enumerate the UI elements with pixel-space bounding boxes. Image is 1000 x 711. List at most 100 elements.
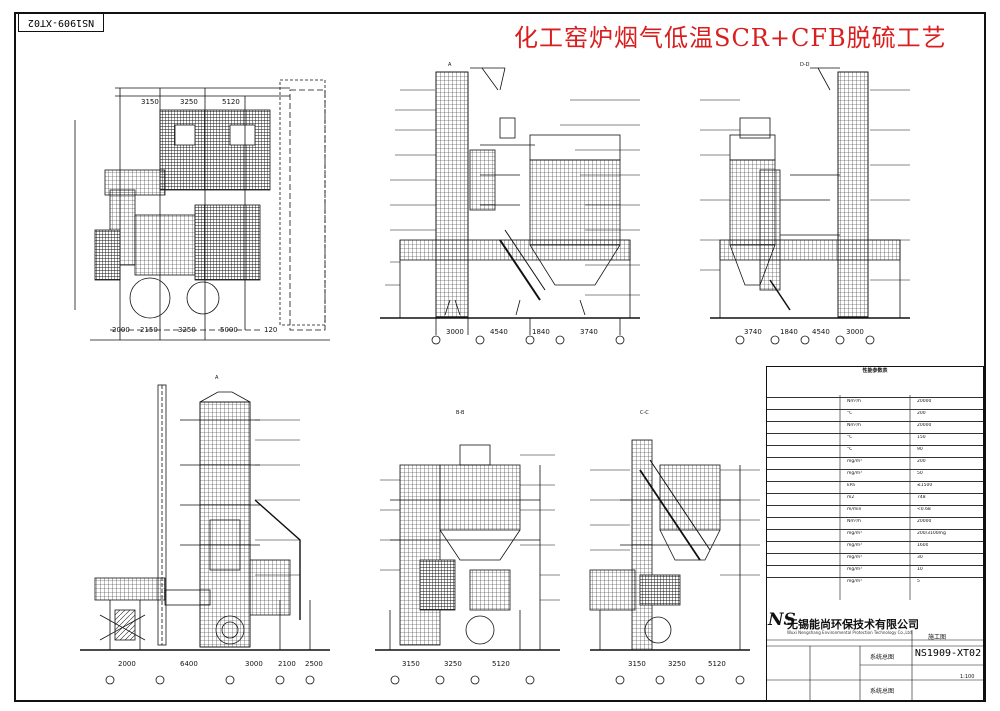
title-block-row: °C 90 (767, 445, 983, 456)
elev-d-dim-2: 1840 (780, 328, 798, 336)
title-block-value: 200 (917, 459, 926, 464)
title-block-row: mg/m³ 50 (767, 469, 983, 480)
elev-bb-dim-1: 3150 (402, 660, 420, 668)
elev-bb-dim-2: 3250 (444, 660, 462, 668)
elev-b-dim-5: 2500 (305, 660, 323, 668)
title-block-unit: Nm³/h (847, 519, 861, 524)
title-block-row: °C 150 (767, 433, 983, 444)
title-block-unit: °C (847, 435, 853, 440)
elevation-b (80, 384, 330, 685)
title-block-row: m2 748 (767, 493, 983, 504)
title-block-value: <0.68 (917, 507, 931, 512)
title-block-row: mg/m³ 200/3100mg (767, 529, 983, 540)
title-block-value: 30 (917, 555, 923, 560)
elev-b-label: A (215, 375, 219, 381)
company-logo: NS (768, 610, 796, 630)
title-block-unit: °C (847, 411, 853, 416)
title-block-value: 10 (917, 567, 923, 572)
plan-dim-top-1: 3150 (141, 98, 159, 106)
title-block-value: 748 (917, 495, 926, 500)
title-block-value: 90 (917, 447, 923, 452)
title-block-unit: mg/m³ (847, 555, 862, 560)
title-block-value: 20000 (917, 519, 932, 524)
title-block-unit: mg/m³ (847, 459, 862, 464)
title-block-unit: Nm³/h (847, 399, 861, 404)
stage-label: 施工图 (928, 634, 947, 641)
plan-view (74, 79, 330, 341)
title-block-unit: m/min (847, 507, 862, 512)
elev-cc-dim-3: 5120 (708, 660, 726, 668)
elev-bb-dim-3: 5120 (492, 660, 510, 668)
elev-b-dim-1: 2000 (118, 660, 136, 668)
elev-d-dim-4: 3000 (846, 328, 864, 336)
drawing-title: 化工窑炉烟气低温SCR+CFB脱硫工艺 (514, 24, 947, 52)
title-block-row: mg/m³ 5 (767, 577, 983, 588)
scale-label: 1:100 (960, 674, 975, 680)
title-block-value: 5 (917, 579, 920, 584)
elevation-d (710, 67, 910, 345)
drawing-number: NS1909-XT02 (914, 648, 982, 659)
elev-a-dim-1: 3000 (446, 328, 464, 336)
elev-bb-label: B-B (456, 410, 465, 416)
title-block-unit: Nm³/h (847, 423, 861, 428)
title-block-value: 20000 (917, 399, 932, 404)
elev-d-label: D-D (800, 62, 810, 68)
sheet-label-1: 系统总图 (870, 654, 895, 661)
title-block-unit: m2 (847, 495, 855, 500)
callout-leaders (255, 89, 910, 601)
plan-dim-bottom-4: 5000 (220, 326, 238, 334)
title-block-header: 性能参数表 (862, 368, 888, 374)
title-block-row: mg/m³ 10 (767, 565, 983, 576)
title-block-row: m/min <0.68 (767, 505, 983, 516)
title-block-row: Nm³/h 20000 (767, 421, 983, 432)
title-block-row: mg/m³ 200 (767, 457, 983, 468)
title-block-value: ≤1500 (917, 483, 933, 488)
title-block-unit: mg/m³ (847, 471, 862, 476)
plan-dim-bottom-5: 120 (264, 326, 278, 334)
title-block-row: Nm³/h 20000 (767, 397, 983, 408)
company-name-en: Wuxi Nengshang Environmental Protection … (787, 630, 913, 635)
title-block-value: 200/3100mg (917, 531, 946, 536)
title-block-unit: mg/m³ (847, 579, 862, 584)
plan-dim-top-3: 5120 (222, 98, 240, 106)
elev-cc-label: C-C (640, 410, 649, 416)
elev-a-dim-2: 4540 (490, 328, 508, 336)
title-block-value: 150 (917, 435, 926, 440)
title-block-value: 200 (917, 411, 926, 416)
title-block-unit: mg/m³ (847, 543, 862, 548)
title-block-row: kPa≤1500 (767, 481, 983, 492)
plan-dim-top-2: 3250 (180, 98, 198, 106)
elev-d-dim-3: 4540 (812, 328, 830, 336)
title-block-row: °C 200 (767, 409, 983, 420)
title-block-unit: mg/m³ (847, 567, 862, 572)
plan-dim-bottom-3: 3250 (178, 326, 196, 334)
title-block-lines (766, 395, 984, 702)
elev-d-dim-1: 3740 (744, 328, 762, 336)
title-block-value: 20000 (917, 423, 932, 428)
plan-dim-bottom-1: 2000 (112, 326, 130, 334)
plan-dim-bottom-2: 2150 (140, 326, 158, 334)
drawing-frame (14, 12, 986, 702)
elev-cc-dim-1: 3150 (628, 660, 646, 668)
sheet-label-2: 系统总图 (870, 688, 895, 695)
elev-b-dim-4: 2100 (278, 660, 296, 668)
elev-a-dim-3: 1840 (532, 328, 550, 336)
elevation-bb (375, 444, 560, 685)
title-block-value: 50 (917, 471, 923, 476)
elev-a-label: A (448, 62, 452, 68)
title-block-unit: mg/m³ (847, 531, 862, 536)
elev-b-dim-2: 6400 (180, 660, 198, 668)
title-block-row: mg/m³ 1600 (767, 541, 983, 552)
elev-b-dim-3: 3000 (245, 660, 263, 668)
title-block-row: Nm³/h 20000 (767, 517, 983, 528)
elev-cc-dim-2: 3250 (668, 660, 686, 668)
title-block-value: 1600 (917, 543, 929, 548)
elevation-cc (589, 439, 750, 685)
title-block-unit: °C (847, 447, 853, 452)
elev-a-dim-4: 3740 (580, 328, 598, 336)
title-block-row: mg/m³ 30 (767, 553, 983, 564)
elevation-a (380, 67, 640, 345)
